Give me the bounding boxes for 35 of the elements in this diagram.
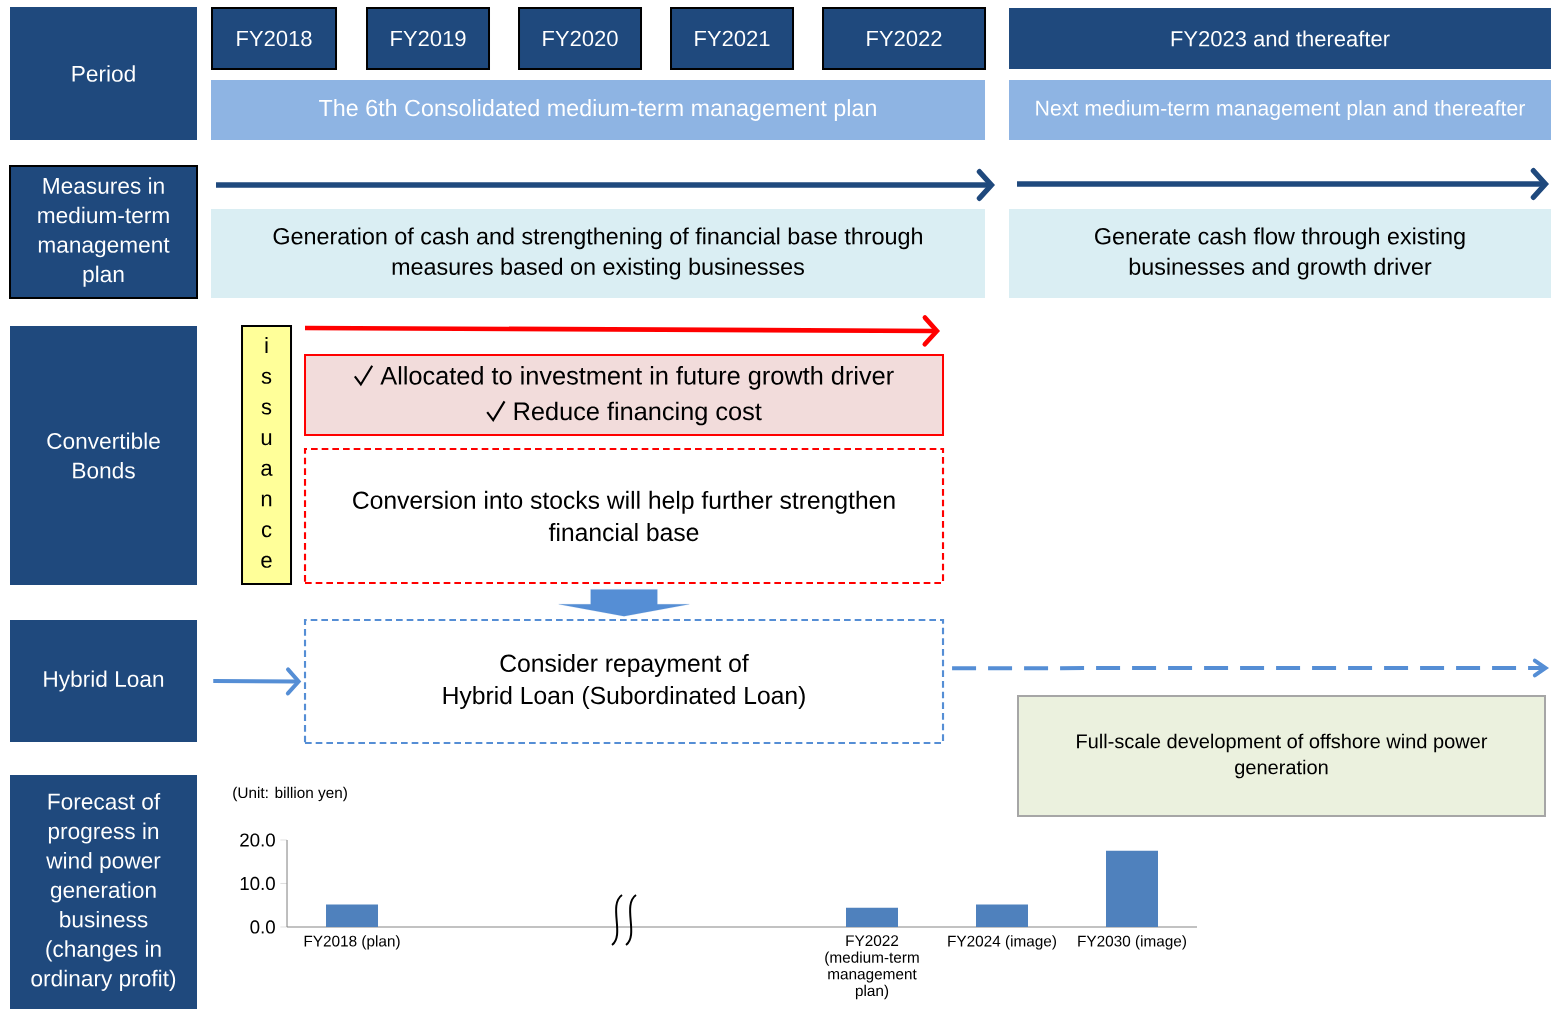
measure-box: Generation of cash and strengthening of financial base through measures based on existing businesses (211, 209, 985, 298)
header-box: Convertible Bonds (10, 326, 197, 585)
bar (1106, 850, 1159, 927)
arrow (213, 667, 302, 696)
year-box: FY2022 (822, 7, 986, 70)
x-tick-label: FY2018 (plan) (304, 935, 400, 950)
x-tick-label: FY2022 (medium-term management plan) (825, 935, 919, 1000)
y-tick-label: 10.0 (240, 876, 275, 891)
bar (976, 904, 1029, 927)
arrow (952, 658, 1549, 678)
plan-band: The 6th Consolidated medium-term management plan (211, 80, 985, 140)
header-box: Hybrid Loan (10, 620, 197, 742)
y-tick-label: 0.0 (250, 920, 275, 934)
year-box: FY2019 (366, 7, 490, 70)
year-box: FY2018 (211, 7, 337, 70)
dashed-box: Conversion into stocks will help further strengthen financial base (303, 447, 945, 585)
period-band: FY2023 and thereafter (1009, 8, 1551, 69)
year-box: FY2020 (518, 7, 642, 70)
x-tick-label: FY2030 (image) (1078, 935, 1186, 950)
note-box: Allocated to investment in future growth driver Reduce financing cost (304, 354, 944, 436)
measure-box: Generate cash flow through existing businesses and growth driver (1009, 209, 1551, 298)
note-box: Full-scale development of offshore wind power generation (1017, 695, 1546, 817)
header-box: Forecast of progress in wind power generation business (changes in ordinary profit) (10, 775, 197, 1009)
year-box: FY2021 (670, 7, 794, 70)
arrow (558, 589, 690, 617)
dashed-box: Consider repayment of Hybrid Loan (Subordinated Loan) (303, 618, 945, 745)
bar (326, 904, 379, 927)
unit-label: (Unit: billion yen) (233, 786, 347, 802)
plan-band: Next medium-term management plan and thereafter (1009, 80, 1551, 140)
header-box: Period (10, 7, 197, 140)
y-tick-label: 20.0 (240, 833, 275, 847)
bar (846, 907, 899, 927)
x-tick-label: FY2024 (image) (948, 935, 1056, 950)
header-box: Measures in medium-term management plan (9, 165, 198, 299)
issuance-box: issuance (241, 325, 292, 585)
